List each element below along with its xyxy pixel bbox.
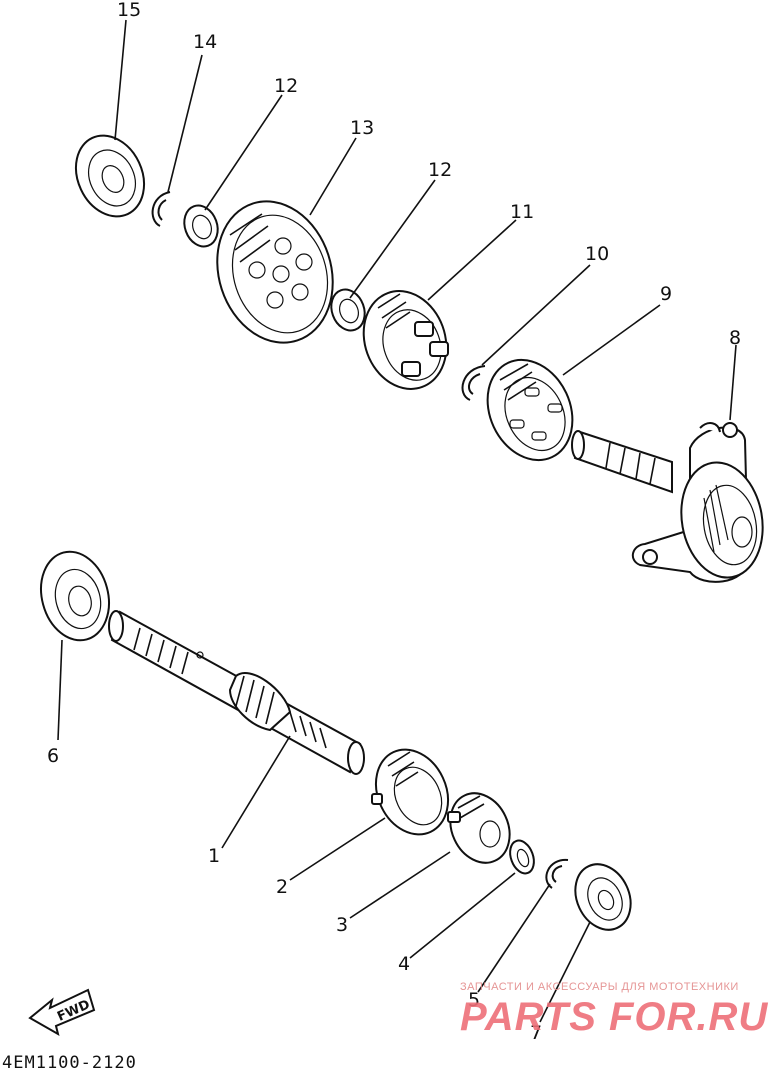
part-4-washer: [509, 839, 535, 875]
part-14-circlip: [151, 191, 171, 227]
part-12-washer-middle: [330, 288, 366, 332]
callout-7: 7: [530, 1022, 542, 1044]
watermark-brand: PARTS FOR.RU: [460, 995, 768, 1039]
part-11-clutch-hub: [362, 290, 449, 390]
callout-1: 1: [208, 845, 220, 867]
part-1-main-shaft: [108, 610, 365, 775]
part-6-bearing: [40, 550, 110, 642]
part-8-secondary-shaft: [571, 422, 764, 583]
part-9-gear: [486, 358, 574, 462]
callout-9: 9: [660, 283, 672, 305]
callout-5: 5: [468, 989, 480, 1011]
watermark-tagline: ЗАПЧАСТИ И АКСЕССУАРЫ ДЛЯ МОТОТЕХНИКИ: [460, 981, 739, 993]
callout-13: 13: [350, 117, 374, 139]
callout-3: 3: [336, 914, 348, 936]
callout-12a: 12: [274, 75, 298, 97]
callout-10: 10: [585, 243, 609, 265]
watermark-logo: ЗАПЧАСТИ И АКСЕССУАРЫ ДЛЯ МОТОТЕХНИКИ PA…: [460, 981, 768, 1039]
callout-8: 8: [729, 327, 741, 349]
part-13-gear: [216, 200, 334, 344]
drawing-code: 4EM1100-2120: [2, 1053, 137, 1073]
callout-2: 2: [276, 876, 288, 898]
callout-11: 11: [510, 201, 534, 223]
part-12-washer-top: [183, 204, 219, 248]
callout-4: 4: [398, 953, 410, 975]
leader-lines: [57, 19, 737, 1023]
part-10-circlip: [461, 365, 486, 401]
part-7-bearing: [574, 863, 632, 931]
callout-6: 6: [47, 745, 59, 767]
callout-14: 14: [193, 31, 217, 53]
part-3-gear: [447, 792, 511, 864]
callout-15: 15: [117, 0, 141, 21]
part-2-gear: [371, 748, 449, 836]
part-15-bearing: [74, 134, 146, 218]
callout-labels: 1 2 3 4 5 6 7 8 9 10 11 12 12 13 14 15: [47, 0, 741, 1044]
callout-12b: 12: [428, 159, 452, 181]
fwd-arrow-icon: FWD: [28, 988, 96, 1037]
